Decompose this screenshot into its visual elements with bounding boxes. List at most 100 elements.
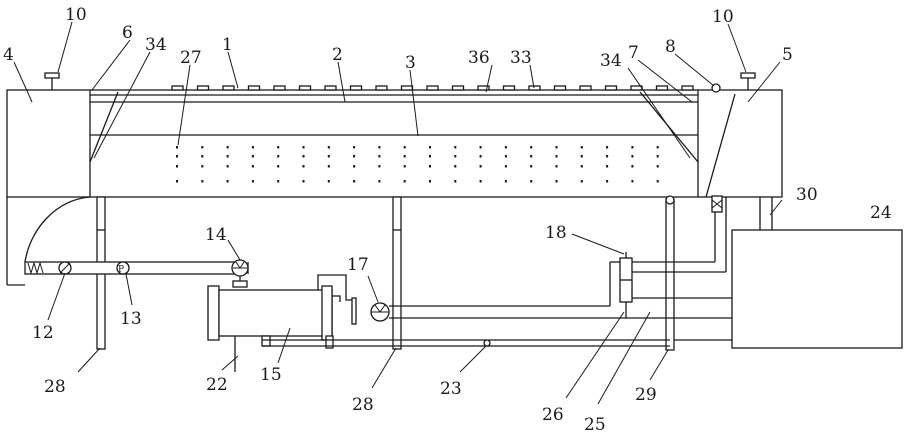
top-stud <box>555 86 566 90</box>
nozzle-dot <box>176 146 178 149</box>
nozzle-dot <box>530 180 532 183</box>
label-10-left: 10 <box>65 5 87 25</box>
top-stud <box>198 86 209 90</box>
nozzle-dot <box>505 165 507 168</box>
nozzle-dot <box>454 155 456 158</box>
label-30: 30 <box>796 185 818 205</box>
top-stud <box>172 86 183 90</box>
top-stud <box>606 86 617 90</box>
nozzle-dot <box>277 165 279 168</box>
nozzle-dot <box>657 165 659 168</box>
label-26: 26 <box>542 405 564 425</box>
label-24: 24 <box>870 203 892 223</box>
top-studs <box>172 86 693 90</box>
nozzle-dot <box>227 180 229 183</box>
nozzle-dot <box>378 180 380 183</box>
nozzle-dot <box>505 180 507 183</box>
nozzle-dot <box>454 180 456 183</box>
nozzle-dot <box>530 146 532 149</box>
top-stud <box>274 86 285 90</box>
label-2: 2 <box>332 45 343 65</box>
label-5: 5 <box>782 45 793 65</box>
nozzle-dot <box>556 165 558 168</box>
nozzle-dot <box>454 165 456 168</box>
nozzle-dot <box>201 180 203 183</box>
label-33: 33 <box>510 48 532 68</box>
nozzle-dot <box>201 146 203 149</box>
nozzle-dot <box>227 165 229 168</box>
label-28-right: 28 <box>352 395 374 415</box>
part-labels: 1 2 3 4 5 6 34 27 36 33 34 7 8 10 10 12 … <box>3 5 892 435</box>
label-10-right: 10 <box>712 7 734 27</box>
vent-left <box>45 73 59 90</box>
label-25: 25 <box>584 415 606 435</box>
nozzle-dot <box>277 146 279 149</box>
nozzle-dot <box>556 155 558 158</box>
nozzle-dot <box>227 146 229 149</box>
top-stud <box>580 86 591 90</box>
label-8: 8 <box>665 37 676 57</box>
nozzle-dot <box>657 180 659 183</box>
nozzle-dot <box>176 180 178 183</box>
nozzle-dot <box>252 146 254 149</box>
nozzle-dot <box>429 155 431 158</box>
top-stud <box>682 86 693 90</box>
nozzle-dot <box>631 180 633 183</box>
nozzle-dot <box>429 180 431 183</box>
nozzle-dot <box>303 155 305 158</box>
label-14: 14 <box>205 225 227 245</box>
label-15: 15 <box>260 365 282 385</box>
top-stud <box>402 86 413 90</box>
label-12: 12 <box>32 323 54 343</box>
nozzle-dot <box>606 165 608 168</box>
top-stud <box>376 86 387 90</box>
top-stud <box>453 86 464 90</box>
nozzle-dot <box>252 165 254 168</box>
nozzle-dot <box>328 165 330 168</box>
top-stud <box>223 86 234 90</box>
nozzle-dot <box>176 165 178 168</box>
label-34-left: 34 <box>145 35 167 55</box>
nozzle-dot <box>404 155 406 158</box>
nozzle-dot <box>657 155 659 158</box>
vent-right <box>741 73 755 90</box>
nozzle-dot <box>328 180 330 183</box>
label-22: 22 <box>206 375 228 395</box>
nozzle-dot <box>631 155 633 158</box>
nozzle-dot <box>657 146 659 149</box>
top-stud <box>504 86 515 90</box>
nozzle-dot <box>378 146 380 149</box>
nozzle-dot <box>631 165 633 168</box>
nozzle-dot <box>201 165 203 168</box>
feed-pipe <box>25 260 248 287</box>
nozzle-dot <box>454 146 456 149</box>
nozzle-dot <box>252 180 254 183</box>
top-stud <box>427 86 438 90</box>
label-23: 23 <box>440 379 462 399</box>
nozzle-dot <box>530 155 532 158</box>
nozzle-dot <box>353 165 355 168</box>
nozzle-dot <box>353 180 355 183</box>
nozzle-dot <box>581 180 583 183</box>
nozzle-dot <box>353 155 355 158</box>
label-18: 18 <box>545 223 567 243</box>
filter-cylinder <box>208 286 670 372</box>
top-stud <box>300 86 311 90</box>
nozzle-dot <box>277 155 279 158</box>
nozzle-dot <box>429 146 431 149</box>
nozzle-dot <box>404 165 406 168</box>
nozzle-dot <box>353 146 355 149</box>
nozzle-dot <box>227 155 229 158</box>
nozzle-dot <box>404 180 406 183</box>
nozzle-dot <box>378 155 380 158</box>
nozzle-dot <box>252 155 254 158</box>
nozzle-dot <box>606 180 608 183</box>
nozzle-dot <box>631 146 633 149</box>
nozzle-dot <box>176 155 178 158</box>
nozzle-dot <box>201 155 203 158</box>
label-6: 6 <box>122 23 133 43</box>
nozzle-dot <box>480 146 482 149</box>
nozzle-dot <box>530 165 532 168</box>
nozzle-dot <box>556 180 558 183</box>
